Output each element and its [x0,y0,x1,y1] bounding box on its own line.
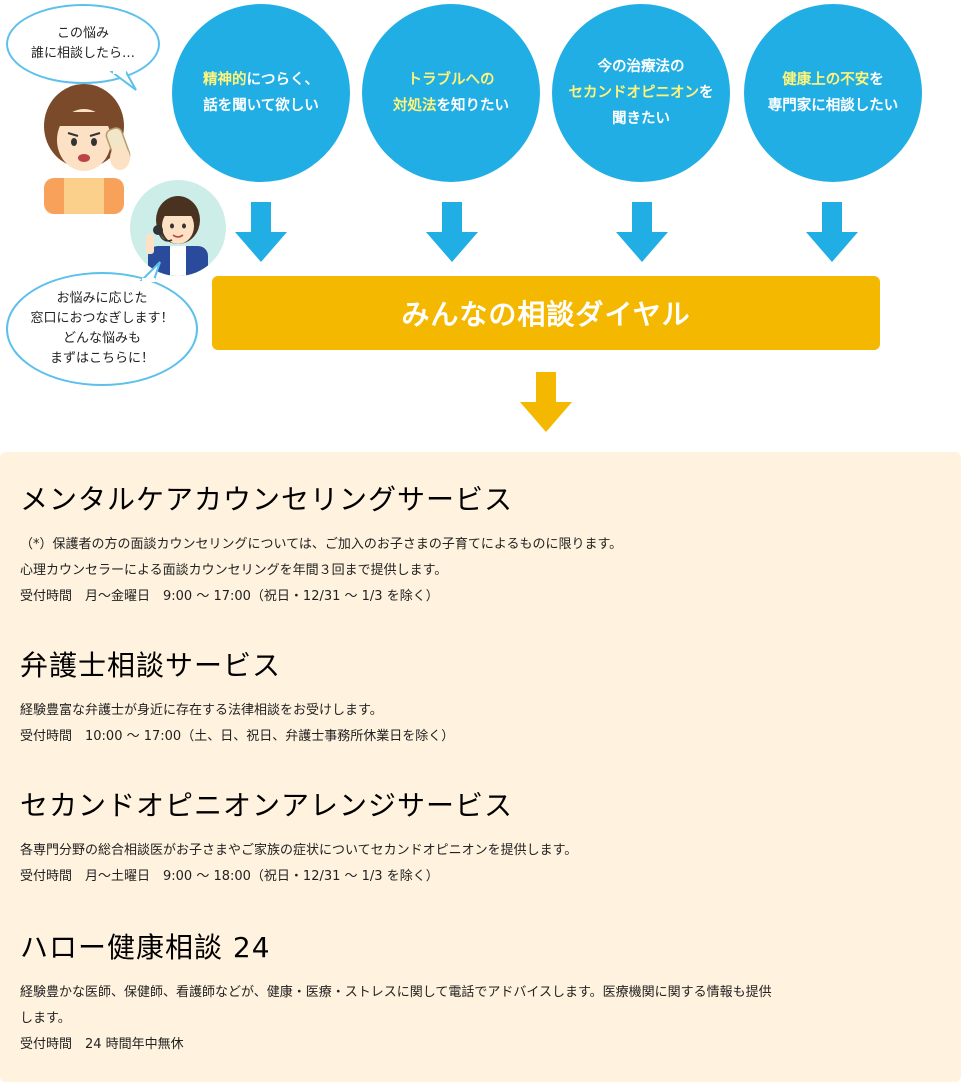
service-description: 各専門分野の総合相談医がお子さまやご家族の症状についてセカンドオピニオンを提供し… [20,843,578,858]
circle-2-text: を知りたい [436,98,510,114]
service-title: 弁護士相談サービス [20,649,282,682]
service-hours: 受付時間 月～土曜日 9:00 ～ 18:00（祝日・12/31 ～ 1/3 を… [20,869,439,884]
service-health-24: ハロー健康相談 24 経験豊かな医師、保健師、看護師などが、健康・医療・ストレス… [20,926,940,1058]
circle-1-text-a: につらく、 [246,72,320,88]
speech-bubble-mother: この悩み 誰に相談したら… [6,4,160,84]
bubble-mother-text: この悩み 誰に相談したら… [30,26,135,61]
concern-circle-second-opinion: 今の治療法の セカンドオピニオンを 聞きたい [552,4,730,182]
circle-2-highlight-b: 対処法 [393,98,437,114]
service-description: 経験豊富な弁護士が身近に存在する法律相談をお受けします。 [20,703,383,718]
concern-circle-mental: 精神的につらく、 話を聞いて欲しい [172,4,350,182]
concern-circle-trouble: トラブルへの 対処法を知りたい [362,4,540,182]
circle-1-text-b: 話を聞いて欲しい [203,98,319,114]
arrow-down-icon [426,202,478,262]
circle-4-highlight: 健康上の不安 [782,72,870,88]
circle-3-text-b: を [699,85,714,101]
service-second-opinion: セカンドオピニオンアレンジサービス 各専門分野の総合相談医がお子さまやご家族の症… [20,784,940,890]
service-mental-care: メンタルケアカウンセリングサービス （*）保護者の方の面談カウンセリングについて… [20,478,940,610]
circle-4-text-b: 専門家に相談したい [767,98,899,114]
circle-3-text-c: 聞きたい [612,111,670,127]
service-description: します。 [20,1011,71,1026]
service-description: 心理カウンセラーによる面談カウンセリングを年間３回まで提供します。 [20,563,448,578]
service-hours: 受付時間 10:00 ～ 17:00（土、日、祝日、弁護士事務所休業日を除く） [20,729,455,744]
service-title: ハロー健康相談 24 [20,931,271,964]
service-description: 経験豊かな医師、保健師、看護師などが、健康・医療・ストレスに関して電話でアドバイ… [20,985,772,1000]
service-hours: 受付時間 24 時間年中無休 [20,1037,184,1052]
consultation-dial-banner: みんなの相談ダイヤル [212,276,880,350]
arrow-down-icon [806,202,858,262]
operator-avatar [130,180,226,276]
service-description: （*）保護者の方の面談カウンセリングについては、ご加入のお子さまの子育てによるも… [20,537,623,552]
arrow-down-icon [520,372,572,432]
consultation-dial-label: みんなの相談ダイヤル [401,298,691,331]
service-lawyer: 弁護士相談サービス 経験豊富な弁護士が身近に存在する法律相談をお受けします。 受… [20,644,940,750]
worried-mother-illustration [44,84,131,214]
bubble-mother-tail [110,70,137,91]
service-hours: 受付時間 月～金曜日 9:00 ～ 17:00（祝日・12/31 ～ 1/3 を… [20,589,439,604]
service-title: セカンドオピニオンアレンジサービス [20,789,514,822]
concern-circle-health: 健康上の不安を 専門家に相談したい [744,4,922,182]
arrow-down-icon [616,202,668,262]
bubble-operator-tail [139,261,161,282]
circle-3-text-a: 今の治療法の [597,59,685,75]
circle-3-highlight: セカンドオピニオン [568,85,700,101]
circle-2-highlight-a: トラブルへの [407,72,495,88]
bubble-operator-text: お悩みに応じた 窓口におつなぎします！ どんな悩みも まずはこちらに！ [30,291,174,366]
circle-1-highlight: 精神的 [203,72,247,88]
service-title: メンタルケアカウンセリングサービス [20,483,514,516]
arrow-down-icon [235,202,287,262]
speech-bubble-operator: お悩みに応じた 窓口におつなぎします！ どんな悩みも まずはこちらに！ [6,272,198,386]
services-panel [0,452,961,1082]
circle-4-text-a: を [869,72,884,88]
